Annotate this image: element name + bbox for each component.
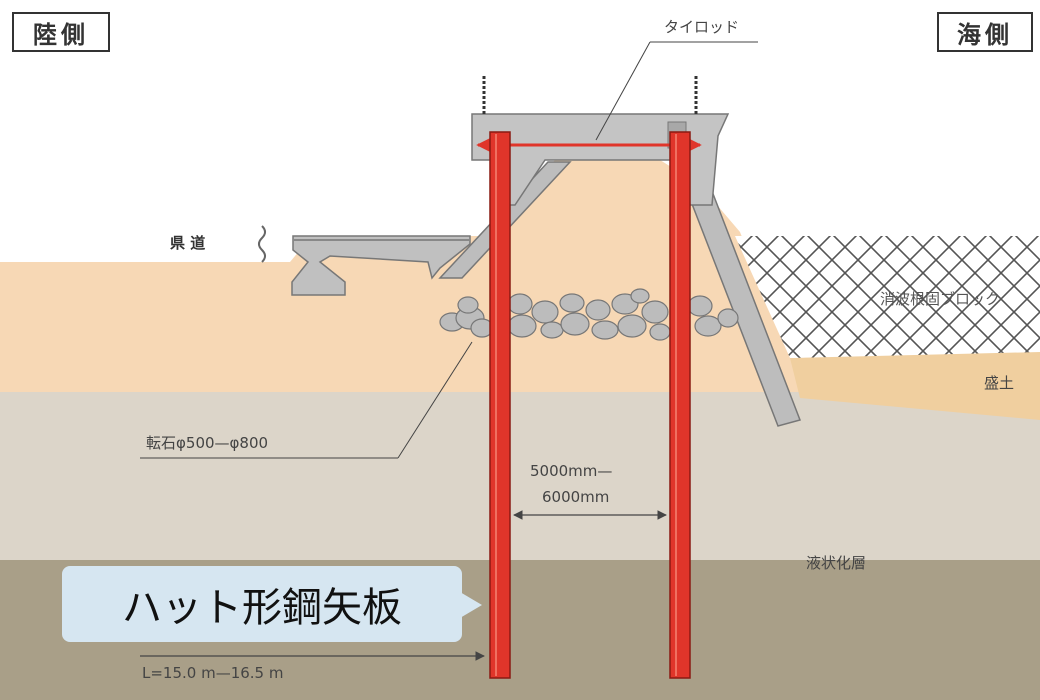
fill-label: 盛土 <box>984 374 1014 392</box>
middle-soil-layer <box>0 392 1040 560</box>
liquefaction-layer-label: 液状化層 <box>806 554 866 572</box>
pile-name-callout: ハット形鋼矢板 <box>62 566 462 642</box>
sea-side-tag: 海側 <box>937 12 1033 52</box>
road-label: 県 道 <box>170 234 205 252</box>
spacing-label-line2: 6000mm <box>542 488 609 506</box>
sea-fill <box>790 350 1040 420</box>
tie-rod-label: タイロッド <box>664 18 739 36</box>
road-structure <box>291 235 471 296</box>
tie-rod-leader <box>595 41 651 141</box>
steel-pile-left <box>489 131 511 679</box>
roadside-marker <box>258 225 266 263</box>
callout-pointer <box>460 592 482 618</box>
armor-block-label: 消波根固ブロック <box>880 290 1000 308</box>
pile-length-label: L=15.0 m—16.5 m <box>142 664 283 682</box>
steel-pile-right <box>669 131 691 679</box>
armor-block-mesh <box>735 236 1040 358</box>
rubble-label: 転石φ500—φ800 <box>146 434 268 452</box>
land-side-tag: 陸側 <box>12 12 110 52</box>
rubble-leader <box>397 341 473 459</box>
spacing-label-line1: 5000mm— <box>530 462 612 480</box>
